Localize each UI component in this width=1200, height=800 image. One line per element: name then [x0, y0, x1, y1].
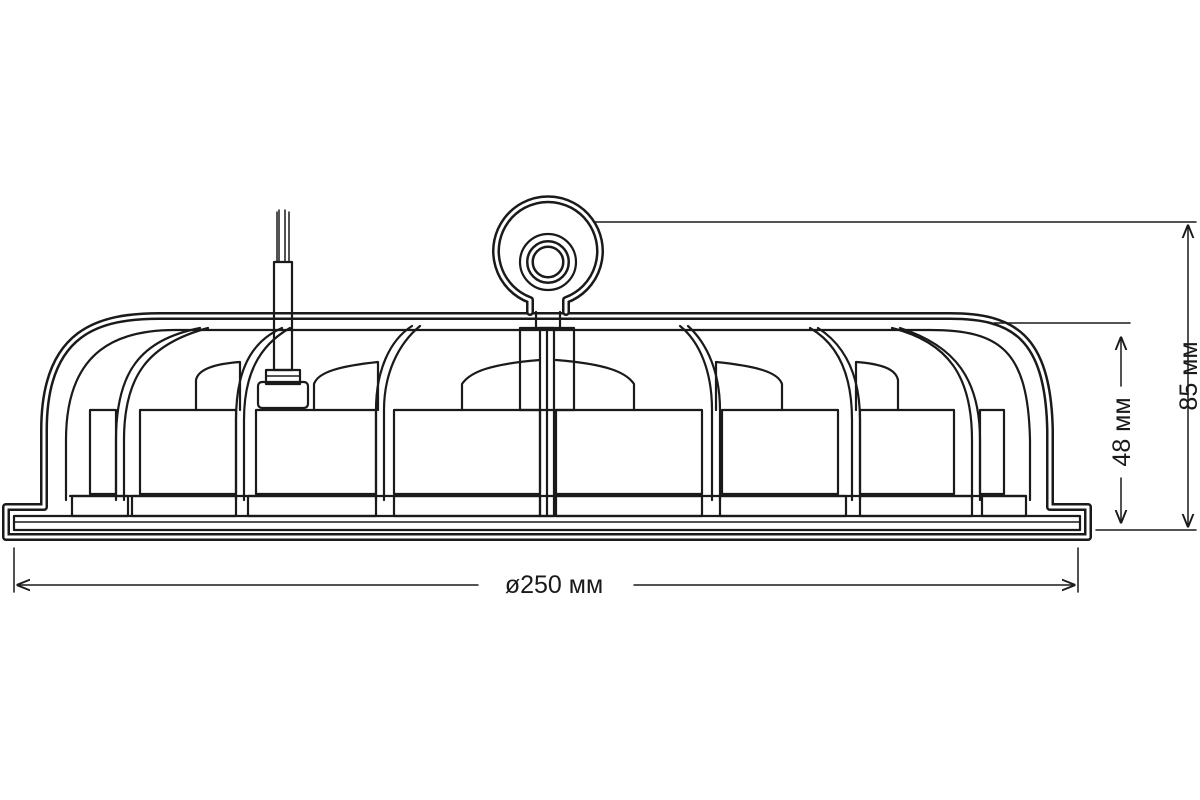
module-clips [194, 358, 900, 412]
cable-gland [256, 209, 310, 410]
inner-shell [64, 328, 1032, 502]
dimension-total-height: 85 мм [593, 221, 1200, 531]
lamp-body [2, 195, 1092, 541]
dimension-diameter: ø250 мм [13, 547, 1079, 599]
diameter-label: ø250 мм [505, 571, 603, 599]
cooling-fins [114, 324, 982, 502]
body-height-label: 48 мм [1108, 397, 1136, 466]
fin-base-blocks [70, 494, 1028, 518]
dimension-body-height: 48 мм [993, 322, 1136, 522]
hanging-ring [492, 195, 604, 330]
center-stem [518, 326, 576, 518]
base-plate [12, 514, 1082, 532]
total-height-label: 85 мм [1175, 341, 1200, 410]
